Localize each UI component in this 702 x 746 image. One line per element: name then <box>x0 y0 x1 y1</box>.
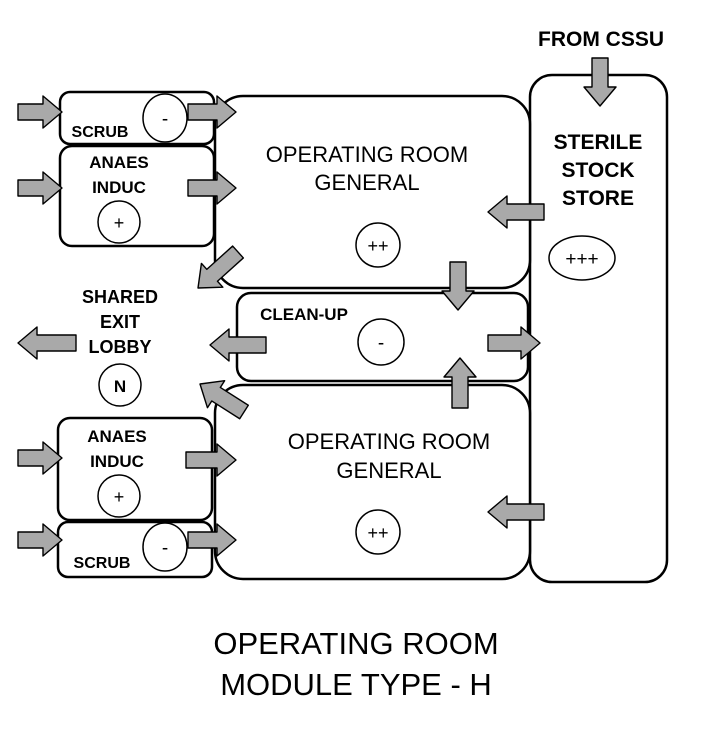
scrub-bottom-marker: - <box>142 522 188 572</box>
anaes-bottom-label-line2: INDUC <box>90 452 144 471</box>
from-cssu-label: FROM CSSU <box>538 28 664 51</box>
cleanup-marker: - <box>357 318 405 366</box>
arrow-scrub-top-to-or <box>187 95 237 129</box>
arrow-or-top-to-cleanup <box>441 261 475 311</box>
exit-lobby-label-line1: SHARED <box>82 287 158 307</box>
anaes-top-marker: + <box>97 200 141 244</box>
scrub-bottom-marker-text: - <box>162 538 168 559</box>
arrow-scrub-bottom-in <box>17 523 63 557</box>
exit-lobby-label-line3: LOBBY <box>89 337 152 357</box>
arrow-sterile-to-or-top <box>487 195 545 229</box>
flow-arrows <box>17 57 617 557</box>
or-bottom-marker-text: ++ <box>367 523 388 543</box>
operating-room-bottom <box>213 383 532 581</box>
arrow-anaes-bottom-to-or <box>185 443 237 477</box>
sterile-label-line1: STERILE <box>554 131 643 154</box>
sterile-label-line2: STOCK <box>561 159 634 182</box>
arrow-scrub-bottom-to-or <box>187 523 237 557</box>
scrub-top-marker: - <box>142 93 188 143</box>
anaes-top-marker-text: + <box>114 213 125 233</box>
or-top-marker-text: ++ <box>367 236 388 256</box>
exit-lobby-marker: N <box>98 363 142 407</box>
or-bottom-label-line1: OPERATING ROOM <box>288 429 491 454</box>
arrow-cleanup-to-lobby <box>209 328 267 362</box>
anaes-bottom-label-line1: ANAES <box>87 427 147 446</box>
arrow-anaes-bottom-in <box>17 441 63 475</box>
or-bottom-marker: ++ <box>355 509 401 555</box>
sterile-marker: +++ <box>548 235 616 281</box>
cleanup-marker-text: - <box>378 333 384 354</box>
anaes-induc-room-bottom <box>56 416 214 522</box>
anaes-top-label-line2: INDUC <box>92 178 146 197</box>
anaes-bottom-marker: + <box>97 474 141 518</box>
arrow-or-bottom-to-cleanup <box>443 357 477 409</box>
arrow-lobby-out <box>17 326 77 360</box>
arrow-cssu-in <box>583 57 617 107</box>
anaes-bottom-marker-text: + <box>114 487 125 507</box>
exit-lobby-marker-text: N <box>114 377 126 396</box>
caption-line1: OPERATING ROOM <box>213 626 498 661</box>
arrow-sterile-to-or-bottom <box>487 495 545 529</box>
or-top-label-line1: OPERATING ROOM <box>266 142 469 167</box>
arrow-cleanup-out-right <box>487 326 541 360</box>
cleanup-label: CLEAN-UP <box>260 305 348 324</box>
sterile-marker-text: +++ <box>565 249 598 270</box>
scrub-top-label: SCRUB <box>72 124 129 141</box>
arrow-or-top-to-lobby <box>197 245 245 289</box>
arrow-scrub-top-in <box>17 95 63 129</box>
arrow-anaes-top-in <box>17 171 63 205</box>
arrow-anaes-top-to-or <box>187 171 237 205</box>
caption-line2: MODULE TYPE - H <box>220 667 492 702</box>
anaes-top-label-line1: ANAES <box>89 153 149 172</box>
scrub-bottom-label: SCRUB <box>74 555 131 572</box>
arrow-or-bottom-to-lobby <box>199 380 249 420</box>
or-bottom-label-line2: GENERAL <box>336 458 441 483</box>
exit-lobby-label-line2: EXIT <box>100 312 140 332</box>
sterile-label-line3: STORE <box>562 187 634 210</box>
scrub-top-marker-text: - <box>162 109 168 130</box>
or-top-label-line2: GENERAL <box>314 170 419 195</box>
or-top-marker: ++ <box>355 222 401 268</box>
